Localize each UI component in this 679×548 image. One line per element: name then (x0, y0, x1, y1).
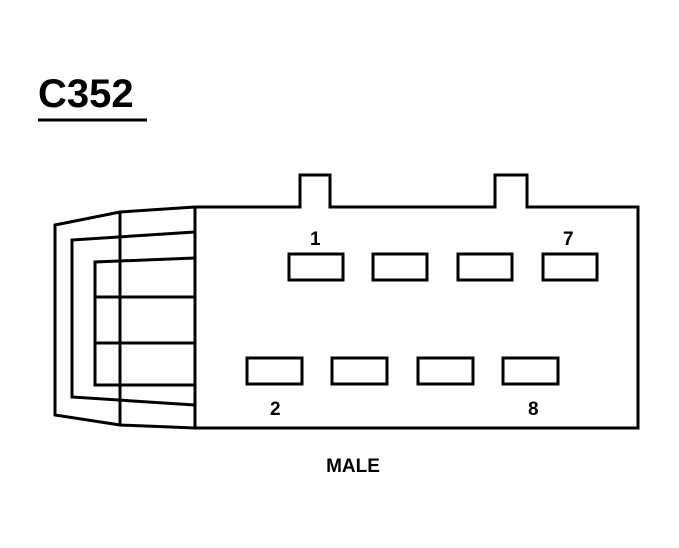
connector-title: C352 (38, 72, 134, 116)
pin-cavity (330, 356, 389, 386)
connector-latch (93, 256, 196, 387)
pin-label-top-left: 1 (310, 229, 321, 250)
connector-body (53, 173, 640, 430)
connector-housing (193, 173, 640, 430)
pin-cavity (245, 356, 304, 386)
pin-label-top-right: 7 (563, 229, 574, 250)
pin-label-bottom-right: 8 (528, 399, 539, 420)
pin-cavity (501, 356, 560, 386)
pin-cavity (541, 252, 599, 282)
pin-label-bottom-left: 2 (270, 399, 281, 420)
connector-shroud (53, 205, 196, 430)
connector-gender: MALE (326, 456, 380, 477)
pin-cavity (416, 356, 475, 386)
bottom-cavity-row (245, 356, 560, 386)
connector-shroud-inner (70, 230, 196, 407)
pin-cavity (287, 252, 345, 282)
top-cavity-row (287, 252, 599, 282)
pin-cavity (371, 252, 429, 282)
pin-cavity (456, 252, 514, 282)
